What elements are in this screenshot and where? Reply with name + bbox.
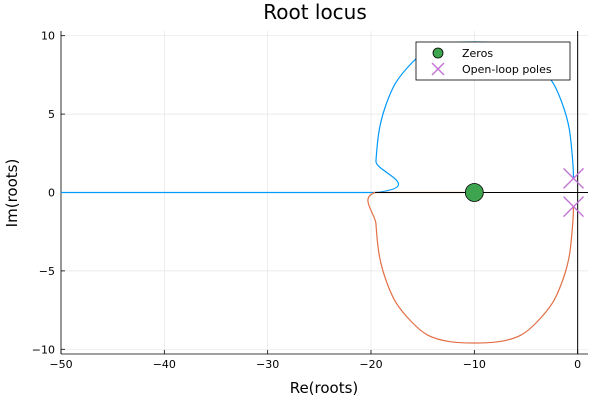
pole-marker-1	[563, 196, 584, 218]
x-axis-label: Re(roots)	[290, 379, 359, 397]
chart-title: Root locus	[263, 0, 367, 24]
pole-marker-0-stroke-b	[563, 167, 584, 189]
y-tick-label-1: −5	[39, 265, 55, 278]
x-tick-label-2: −30	[256, 358, 279, 371]
x-tick-label-3: −20	[359, 358, 382, 371]
zero-marker-0	[464, 183, 484, 202]
legend-swatch-0	[432, 47, 444, 59]
y-axis-label: Im(roots)	[3, 159, 21, 228]
legend-swatch-1	[431, 62, 445, 76]
legend-swatch-1-stroke-b	[431, 62, 445, 76]
locus-branch-1	[367, 191, 575, 344]
pole-marker-1-stroke-b	[563, 196, 584, 218]
data-markers	[464, 167, 584, 218]
y-tick-label-2: 0	[48, 187, 55, 200]
legend-label-1: Open-loop poles	[462, 63, 552, 76]
x-tick-label-5: 0	[574, 358, 581, 371]
y-tick-label-0: −10	[32, 343, 55, 356]
x-tick-label-1: −40	[153, 358, 176, 371]
legend-label-0: Zeros	[462, 47, 493, 60]
pole-marker-0	[563, 167, 584, 189]
x-tick-label-0: −50	[49, 358, 72, 371]
legend-box	[415, 41, 571, 81]
y-tick-label-4: 10	[41, 30, 55, 43]
y-tick-label-3: 5	[48, 108, 55, 121]
x-tick-label-4: −10	[463, 358, 486, 371]
